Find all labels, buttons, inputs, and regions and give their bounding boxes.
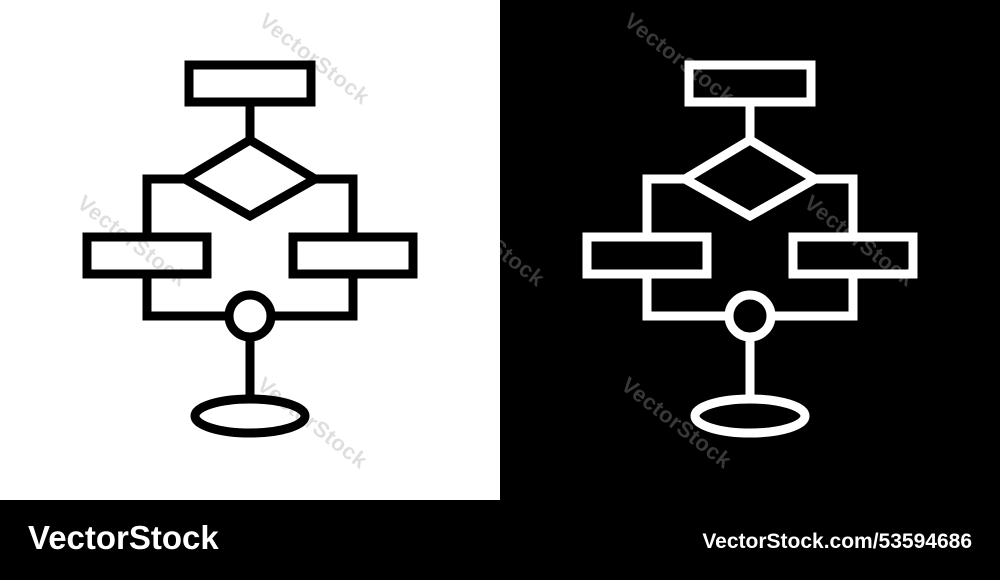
flowchart-decision-diamond (676, 134, 824, 222)
light-variant-panel: VectorStock VectorStock VectorStock (0, 0, 500, 500)
flowchart-icon (82, 60, 418, 438)
flowchart-right-process-box (288, 232, 418, 279)
flowchart-top-process-box (184, 60, 316, 107)
flowchart-decision-diamond (176, 134, 324, 222)
flowchart-connector-circle (724, 290, 776, 342)
dark-variant-panel: VectorStock VectorStock VectorStock Vect… (500, 0, 1000, 500)
footer-bar (0, 500, 1000, 580)
flowchart-right-return (772, 274, 858, 321)
brand-logo-text: VectorStock (28, 519, 219, 556)
image-credit: VectorStock.com/53594686 (702, 530, 972, 553)
flowchart-terminator-ellipse (190, 394, 310, 438)
flowchart-right-branch (815, 174, 858, 237)
flowchart-left-return (142, 274, 228, 321)
flowchart-right-branch (315, 174, 358, 237)
flowchart-icon (582, 60, 918, 438)
flowchart-left-branch (142, 174, 185, 237)
flowchart-left-branch (642, 174, 685, 237)
flowchart-connector-circle (224, 290, 276, 342)
flowchart-right-return (272, 274, 358, 321)
flowchart-terminator-ellipse (690, 394, 810, 438)
flowchart-left-return (642, 274, 728, 321)
flowchart-left-process-box (582, 232, 712, 279)
